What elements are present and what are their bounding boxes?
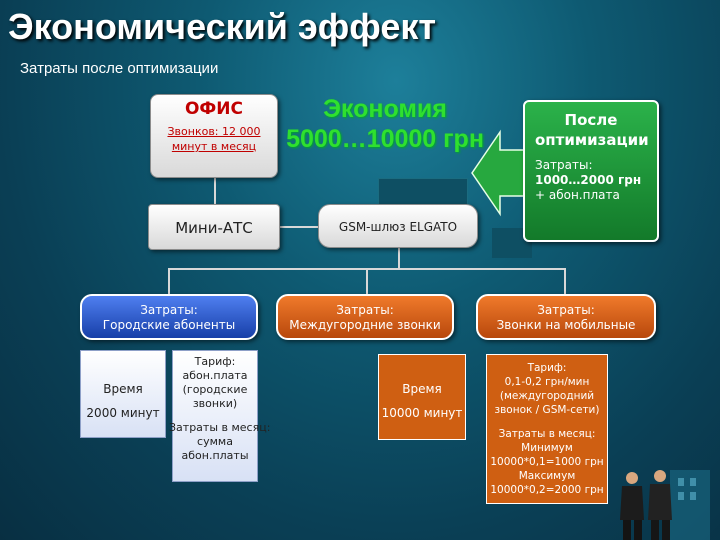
cost-city-label: Затраты: [140,303,198,317]
after-optimization-box: После оптимизации Затраты: 1000…2000 грн… [523,100,659,242]
office-box: ОФИС Звонков: 12 000 минут в месяц [150,94,278,178]
economy-title: Экономия [323,95,447,123]
mobile-tariff-line: 0,1-0,2 грн/мин [504,376,590,388]
connector-line [168,268,170,294]
long-distance-time-label: Время [402,382,442,396]
page-subtitle: Затраты после оптимизации [20,60,219,77]
city-monthly-line: абон.платы [181,449,249,462]
mobile-monthly-line: 10000*0,2=2000 грн [490,484,604,496]
page-title: Экономический эффект [8,6,436,47]
city-tariff-line: абон.плата [182,369,248,382]
mobile-tariff-cell: Тариф: 0,1-0,2 грн/мин (междугородний зв… [486,354,608,504]
economy-label: Экономия 5000…10000 грн [285,94,485,154]
office-title: ОФИС [184,99,243,119]
mobile-tariff-line: звонок / GSM-сети) [494,404,600,416]
connector-line [366,268,368,294]
cost-city-header: Затраты: Городские абоненты [80,294,258,340]
after-cost-extra: + абон.плата [535,188,620,202]
connector-line [398,248,400,268]
after-title: После [564,111,618,129]
office-minutes: минут в месяц [171,140,257,153]
cost-mobile-label: Затраты: [537,303,595,317]
city-time-cell: Время 2000 минут [80,350,166,438]
cost-long-distance-label: Затраты: [336,303,394,317]
connector-line [214,178,216,204]
connector-line [280,226,318,228]
mobile-monthly-line: Максимум [518,470,576,482]
mobile-monthly-line: 10000*0,1=1000 грн [490,456,604,468]
mobile-monthly-line: Минимум [521,442,573,454]
after-title-2: оптимизации [535,131,649,149]
arrow-left-icon [471,129,530,217]
city-tariff-line: звонки) [192,397,238,410]
cost-mobile-title: Звонки на мобильные [496,318,636,332]
city-tariff-cell: Тариф: абон.плата (городские звонки) Зат… [169,350,271,482]
cost-long-distance-title: Междугородние звонки [289,318,441,332]
mobile-monthly-line: Затраты в месяц: [498,428,596,440]
long-distance-time-value: 10000 минут [381,406,463,420]
city-monthly-line: сумма [197,435,233,448]
city-time-label: Время [103,382,143,396]
connector-line [564,268,566,294]
mini-ats-box: Мини-АТС [148,204,280,250]
cost-long-distance-header: Затраты: Междугородние звонки [276,294,454,340]
office-calls: Звонков: 12 000 [167,125,261,138]
mobile-tariff-line: (междугородний [499,390,595,402]
after-cost-label: Затраты: [535,158,593,172]
economy-amount: 5000…10000 грн [286,125,484,153]
mini-ats-label: Мини-АТС [175,219,253,237]
cost-city-title: Городские абоненты [102,318,236,332]
gsm-gateway-label: GSM-шлюз ELGATO [338,220,458,234]
after-cost-range: 1000…2000 грн [535,173,642,187]
cost-mobile-header: Затраты: Звонки на мобильные [476,294,656,340]
gsm-gateway-box: GSM-шлюз ELGATO [318,204,478,248]
long-distance-time-cell: Время 10000 минут [378,354,466,440]
mobile-tariff-line: Тариф: [527,362,567,374]
city-monthly-line: Затраты в месяц: [169,421,271,434]
city-tariff-line: Тариф: [194,355,236,368]
businessmen-illustration [620,470,710,540]
city-tariff-line: (городские [182,383,248,396]
city-time-value: 2000 минут [86,406,160,420]
